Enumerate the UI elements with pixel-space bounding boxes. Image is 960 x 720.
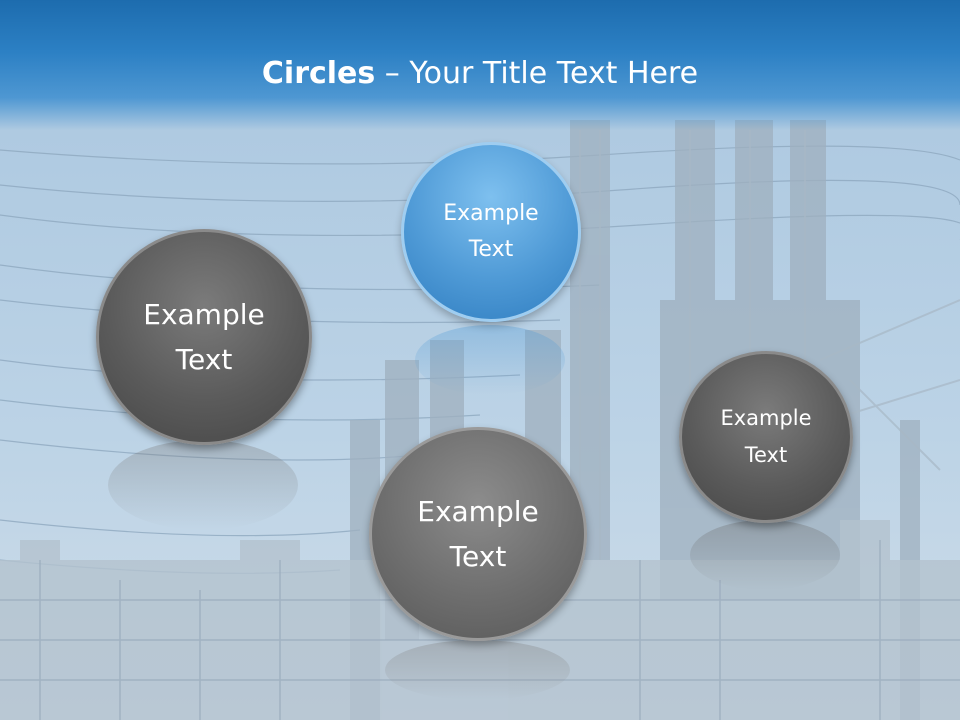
- circle-text-line1: Example: [143, 298, 265, 331]
- title-rest: – Your Title Text Here: [375, 56, 699, 91]
- circle-top[interactable]: Example Text: [401, 142, 581, 322]
- circle-text-line2: Text: [468, 237, 514, 262]
- title-banner: [0, 0, 960, 130]
- circle-reflection: [385, 640, 570, 700]
- circle-bottom[interactable]: Example Text: [369, 427, 587, 641]
- slide-title: Circles – Your Title Text Here: [0, 52, 960, 96]
- circle-reflection: [690, 520, 840, 590]
- circle-right[interactable]: Example Text: [679, 351, 853, 523]
- circle-text-line1: Example: [720, 406, 812, 430]
- circle-text-line1: Example: [417, 495, 539, 528]
- circle-text-line1: Example: [443, 201, 539, 226]
- circle-left[interactable]: Example Text: [96, 229, 312, 445]
- circle-text-line2: Text: [175, 343, 233, 376]
- title-bold: Circles: [261, 56, 376, 91]
- circle-reflection: [415, 325, 565, 395]
- circle-reflection: [108, 440, 298, 530]
- circle-text-line2: Text: [449, 540, 507, 573]
- circle-text-line2: Text: [744, 443, 788, 467]
